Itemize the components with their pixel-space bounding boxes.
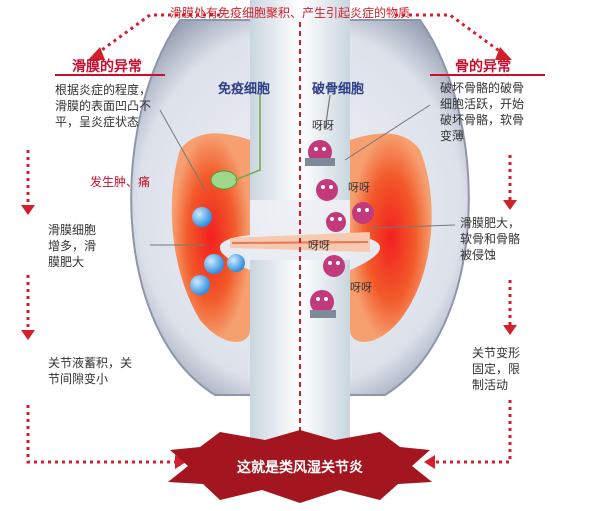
osteoclast-cell [305,140,335,166]
sound-label: 呀呀 [312,119,334,132]
osteoclast-cell [326,212,346,232]
osteoclast-label: 破骨细胞 [312,82,365,97]
sound-label: 呀呀 [350,281,372,294]
synovium-right [350,133,432,342]
sound-label: 呀呀 [308,239,330,252]
left-step2: 滑膜细胞增多，滑膜肥大 [48,223,97,269]
arrow-left-bottom [26,405,175,464]
left-step1: 根据炎症的程度，滑膜的表面凹凸不平，呈炎症状态 [55,83,152,129]
immune-cell-green [210,170,238,190]
banner-burst [168,430,432,503]
right-step3: 关节变形固定，限制活动 [472,346,521,392]
arrow-top-left [94,13,220,57]
immune-cell-blue [204,254,224,274]
pointer-left-1 [159,109,206,191]
immune-cell-blue [227,254,245,272]
immune-cell-blue [190,275,210,295]
immune-cell-label: 免疫细胞 [218,82,271,97]
left-title: 滑膜的异常 [72,59,142,75]
arrow-right-bottom [435,400,512,464]
pointer-right-2 [371,224,456,229]
right-step1: 破坏骨骼的破骨细胞活跃，开始破坏骨骼，软骨变薄 [440,81,525,143]
pointer-immune [234,95,261,181]
osteoclast-cell [310,290,336,318]
right-step2: 滑膜肥大，软骨和骨骼被侵蚀 [460,216,521,262]
pointer-osteoclast [324,94,331,131]
pointer-right-1 [344,104,431,161]
osteoclast-cell [352,202,374,224]
right-title: 骨的异常 [455,59,511,75]
immune-cell-blue [192,207,212,227]
left-arrow-label: 发生肿、痛 [90,175,151,189]
banner-text: 这就是类风湿关节炎 [237,460,363,476]
arrow-top-right [395,13,506,57]
osteoclast-cell [323,255,345,277]
sound-label: 呀呀 [348,181,370,194]
osteoclast-cell [316,179,338,201]
top-caption: 滑膜处有免疫细胞聚积、产生引起炎症的物质 [170,6,411,20]
left-step3: 关节液蓄积，关节间隙变小 [48,356,133,386]
